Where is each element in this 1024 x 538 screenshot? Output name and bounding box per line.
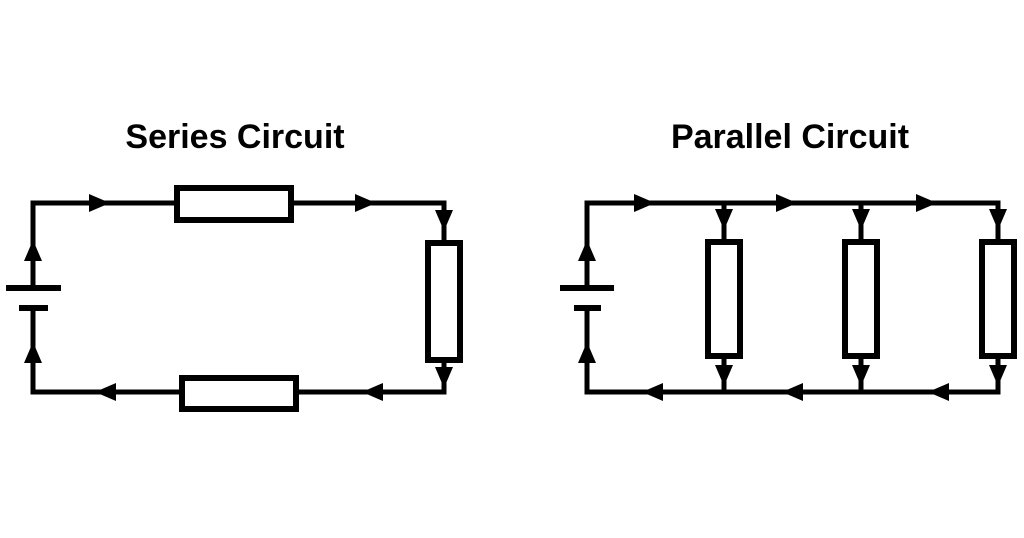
resistor-symbol	[842, 239, 880, 359]
battery-symbol	[560, 285, 614, 311]
current-arrow-up-icon	[24, 240, 42, 261]
series-wire-loop	[30, 200, 447, 395]
current-arrow-down-icon	[852, 365, 870, 386]
current-arrow-left-icon	[362, 383, 383, 401]
resistor-symbol	[705, 239, 743, 359]
current-arrow-down-icon	[852, 209, 870, 230]
current-arrow-left-icon	[95, 383, 116, 401]
current-arrow-left-icon	[782, 383, 803, 401]
series-current-arrows	[24, 194, 453, 401]
current-arrow-right-icon	[89, 194, 110, 212]
current-arrow-down-icon	[715, 209, 733, 230]
current-arrow-up-icon	[24, 342, 42, 363]
resistor-symbol	[979, 239, 1017, 359]
parallel-circuit-title: Parallel Circuit	[671, 118, 909, 156]
current-arrow-down-icon	[715, 365, 733, 386]
resistor-symbol	[425, 240, 463, 363]
current-arrow-left-icon	[642, 383, 663, 401]
current-arrow-down-icon	[435, 210, 453, 231]
parallel-wire-loop	[584, 200, 1001, 395]
current-arrow-down-icon	[989, 209, 1007, 230]
current-arrow-right-icon	[355, 194, 376, 212]
battery-symbol	[6, 285, 61, 311]
current-arrow-right-icon	[634, 194, 655, 212]
current-arrow-up-icon	[578, 342, 596, 363]
current-arrow-right-icon	[776, 194, 797, 212]
resistor-symbol	[179, 375, 299, 412]
current-arrow-up-icon	[578, 240, 596, 261]
parallel-current-arrows	[578, 194, 1007, 401]
current-arrow-down-icon	[989, 365, 1007, 386]
series-circuit-diagram: Series Circuit	[6, 118, 463, 412]
parallel-circuit-diagram: Parallel Circuit	[560, 118, 1017, 401]
series-circuit-title: Series Circuit	[125, 118, 344, 156]
current-arrow-left-icon	[928, 383, 949, 401]
current-arrow-down-icon	[435, 367, 453, 388]
resistor-symbol	[174, 185, 294, 223]
current-arrow-right-icon	[916, 194, 937, 212]
